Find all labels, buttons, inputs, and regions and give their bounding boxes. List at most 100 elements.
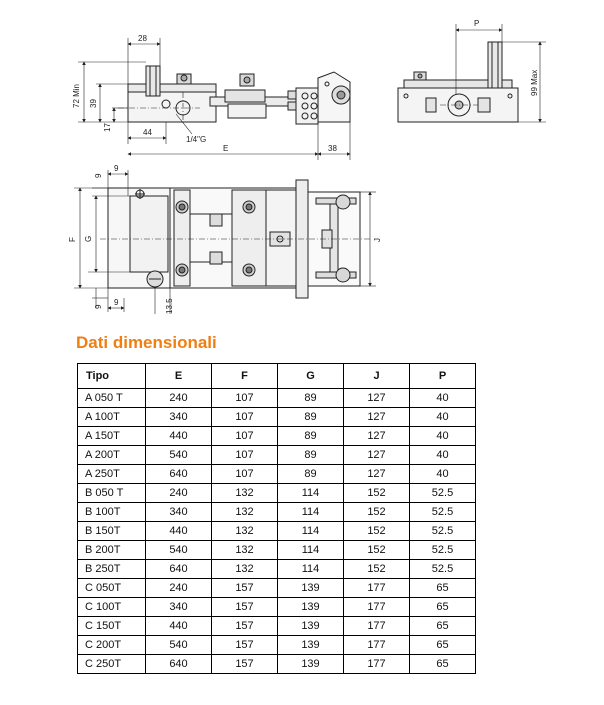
cell-J: 152	[343, 483, 410, 503]
cell-J: 127	[343, 407, 410, 427]
cell-E: 440	[145, 521, 212, 541]
cell-G: 114	[277, 502, 344, 522]
cell-F: 132	[211, 559, 278, 579]
cell-tipo: C 150T	[77, 616, 146, 636]
cell-G: 89	[277, 388, 344, 408]
header-E: E	[145, 363, 212, 389]
technical-drawing: 28 72 Min 39 17 44 1/4"G E 38 P	[0, 0, 604, 320]
dim-44-label: 44	[143, 128, 152, 137]
dim-38-label: 38	[328, 144, 337, 153]
dim-F-label: F	[68, 237, 77, 242]
cell-E: 640	[145, 559, 212, 579]
cell-F: 132	[211, 540, 278, 560]
dim-72-min-label: 72 Min	[72, 84, 81, 108]
cell-J: 152	[343, 540, 410, 560]
top-view	[100, 179, 370, 299]
cell-J: 152	[343, 559, 410, 579]
cell-tipo: B 250T	[77, 559, 146, 579]
cell-J: 152	[343, 502, 410, 522]
cell-F: 157	[211, 654, 278, 674]
cell-J: 177	[343, 597, 410, 617]
cell-P: 52.5	[409, 521, 476, 541]
section-title: Dati dimensionali	[76, 333, 217, 352]
cell-tipo: C 200T	[77, 635, 146, 655]
cell-tipo: C 100T	[77, 597, 146, 617]
cell-P: 40	[409, 426, 476, 446]
cell-G: 114	[277, 540, 344, 560]
cell-J: 127	[343, 388, 410, 408]
cell-E: 540	[145, 540, 212, 560]
cell-E: 240	[145, 388, 212, 408]
cell-tipo: B 100T	[77, 502, 146, 522]
cell-E: 640	[145, 654, 212, 674]
cell-E: 340	[145, 502, 212, 522]
cell-G: 139	[277, 578, 344, 598]
cell-tipo: C 050T	[77, 578, 146, 598]
cell-J: 152	[343, 521, 410, 541]
cell-P: 52.5	[409, 483, 476, 503]
cell-tipo: A 050 T	[77, 388, 146, 408]
cell-P: 40	[409, 464, 476, 484]
table-header-row: Tipo E F G J P	[77, 363, 476, 389]
cell-G: 139	[277, 616, 344, 636]
cell-tipo: A 150T	[77, 426, 146, 446]
dim-9-left-label: 9	[94, 173, 103, 178]
cell-F: 107	[211, 464, 278, 484]
header-J: J	[343, 363, 410, 389]
dim-P-label: P	[474, 19, 479, 28]
cell-E: 340	[145, 597, 212, 617]
cell-F: 132	[211, 483, 278, 503]
cell-F: 132	[211, 502, 278, 522]
cell-P: 65	[409, 616, 476, 636]
cell-G: 114	[277, 559, 344, 579]
top-dimension-labels: 9 9 F G J 9 9 13.5	[68, 164, 382, 314]
front-dimension-labels: 28 72 Min 39 17 44 1/4"G E 38	[72, 34, 337, 153]
dim-G-label: G	[84, 236, 93, 242]
cell-P: 40	[409, 388, 476, 408]
dim-9-bottom-right-label: 9	[114, 298, 119, 307]
header-G: G	[277, 363, 344, 389]
dim-17-label: 17	[103, 123, 112, 132]
side-dimensions	[455, 24, 546, 123]
cell-E: 540	[145, 445, 212, 465]
cell-tipo: B 050 T	[77, 483, 146, 503]
cell-G: 114	[277, 483, 344, 503]
cell-tipo: C 250T	[77, 654, 146, 674]
cell-tipo: B 150T	[77, 521, 146, 541]
cell-tipo: A 250T	[77, 464, 146, 484]
cell-F: 107	[211, 388, 278, 408]
cell-F: 107	[211, 407, 278, 427]
cell-G: 114	[277, 521, 344, 541]
cell-E: 240	[145, 483, 212, 503]
cell-G: 139	[277, 654, 344, 674]
dim-J-label: J	[373, 238, 382, 242]
cell-E: 340	[145, 407, 212, 427]
cell-G: 89	[277, 426, 344, 446]
cell-tipo: A 100T	[77, 407, 146, 427]
side-view	[397, 41, 519, 123]
cell-G: 139	[277, 635, 344, 655]
cell-J: 177	[343, 635, 410, 655]
cell-J: 127	[343, 426, 410, 446]
cell-P: 52.5	[409, 540, 476, 560]
cell-P: 65	[409, 654, 476, 674]
cell-P: 40	[409, 445, 476, 465]
cell-E: 540	[145, 635, 212, 655]
cell-G: 89	[277, 407, 344, 427]
dim-28-label: 28	[138, 34, 147, 43]
cell-F: 157	[211, 616, 278, 636]
front-dimensions	[78, 38, 351, 160]
cell-E: 440	[145, 426, 212, 446]
cell-F: 157	[211, 597, 278, 617]
cell-P: 40	[409, 407, 476, 427]
